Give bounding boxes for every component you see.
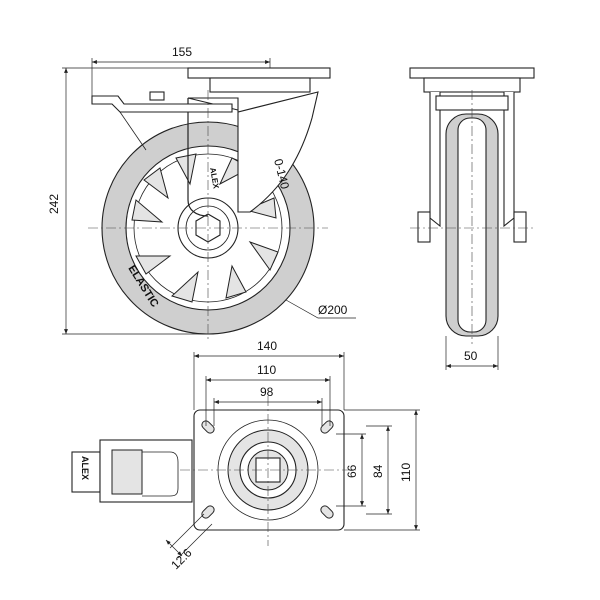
axle-bolt-left — [417, 211, 431, 243]
dim-label-110-v: 110 — [399, 463, 413, 482]
dim-label-dia: Ø200 — [318, 303, 348, 317]
dim-label-50: 50 — [464, 349, 478, 363]
dim-label-98: 98 — [260, 385, 274, 399]
axle-bolt-right — [513, 211, 527, 243]
dim-label-140: 140 — [257, 339, 277, 353]
front-view: 50 — [409, 67, 535, 370]
dia-leader — [285, 299, 356, 319]
side-view: ELASTIC 0-140 ALEX 155 242 Ø200 — [47, 45, 356, 342]
plate-view: ALEX 140 110 98 — [71, 339, 420, 572]
dim-label-242: 242 — [47, 194, 61, 214]
dim-label-84: 84 — [371, 464, 385, 478]
dim-label-155: 155 — [172, 45, 192, 59]
fork-arm — [187, 91, 319, 213]
front-top-plate — [409, 67, 535, 79]
brake-label: ALEX — [80, 456, 90, 480]
slot-dim-line-b — [177, 523, 213, 559]
dim-label-110-h: 110 — [257, 363, 276, 377]
dim-label-slot: 12.6 — [168, 545, 195, 572]
top-plate-side — [187, 67, 331, 79]
slot-dim-line-a — [169, 513, 205, 549]
brand-text: ALEX — [208, 167, 221, 190]
dim-label-66: 66 — [345, 464, 359, 478]
brake-lever — [91, 95, 233, 113]
